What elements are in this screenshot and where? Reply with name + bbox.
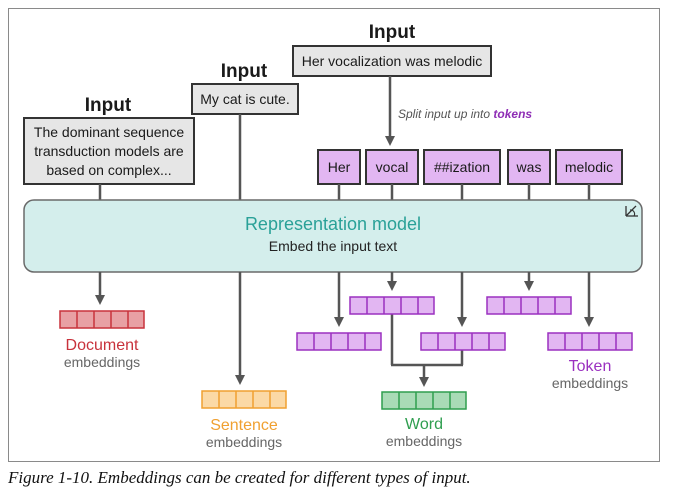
input-box-token bbox=[292, 45, 492, 77]
sentence-embedding-vector bbox=[201, 390, 287, 409]
representation-model-box bbox=[23, 199, 643, 273]
input-token-line-1: Her vocalization was melodic bbox=[302, 53, 483, 69]
model-title: Representation model bbox=[245, 214, 421, 234]
input-heading-document: Input bbox=[85, 95, 132, 116]
figure-caption: Figure 1-10. Embeddings can be created f… bbox=[8, 468, 471, 487]
sentence-label: Sentence bbox=[210, 417, 278, 434]
token-4: was bbox=[516, 159, 542, 175]
input-document-line-2: transduction models are bbox=[34, 143, 184, 159]
token-5: melodic bbox=[565, 159, 613, 175]
token-embedding-vector-3 bbox=[420, 332, 506, 351]
token-3: ##ization bbox=[434, 159, 490, 175]
expand-icon bbox=[625, 205, 638, 217]
document-label: Document bbox=[66, 337, 139, 354]
token-row: Her vocal ##ization was melodic bbox=[317, 149, 623, 200]
split-note-prefix: Split input up into bbox=[398, 107, 493, 121]
token-embedding-vector-4 bbox=[486, 296, 572, 315]
word-label: Word bbox=[405, 416, 443, 433]
document-embedding-vector bbox=[59, 310, 145, 329]
input-sentence-line-1: My cat is cute. bbox=[200, 91, 289, 107]
input-box-sentence bbox=[191, 83, 299, 115]
token-box-4 bbox=[507, 149, 551, 185]
token-embedding-vector-1 bbox=[296, 332, 382, 351]
document-sublabel: embeddings bbox=[64, 354, 140, 370]
sentence-sublabel: embeddings bbox=[206, 434, 282, 450]
token-sublabel: embeddings bbox=[552, 375, 628, 391]
model-subtitle: Embed the input text bbox=[269, 238, 398, 254]
input-heading-sentence: Input bbox=[221, 61, 268, 82]
embeddings-diagram: Input The dominant sequence transduction… bbox=[23, 22, 643, 450]
split-note: Split input up into tokens bbox=[398, 107, 532, 121]
token-embedding-vector-2 bbox=[349, 296, 435, 315]
token-embedding-vector-5 bbox=[547, 332, 633, 351]
token-1: Her bbox=[328, 159, 351, 175]
token-2: vocal bbox=[376, 159, 409, 175]
word-sublabel: embeddings bbox=[386, 433, 462, 449]
input-document-line-1: The dominant sequence bbox=[34, 124, 184, 140]
word-embedding-vector bbox=[381, 391, 467, 410]
token-label: Token bbox=[569, 358, 612, 375]
token-box-3 bbox=[423, 149, 501, 185]
input-box-document bbox=[23, 117, 195, 185]
input-document-line-3: based on complex... bbox=[46, 162, 171, 178]
input-heading-token: Input bbox=[369, 22, 416, 43]
token-box-5 bbox=[555, 149, 623, 185]
split-note-keyword: tokens bbox=[493, 107, 532, 121]
